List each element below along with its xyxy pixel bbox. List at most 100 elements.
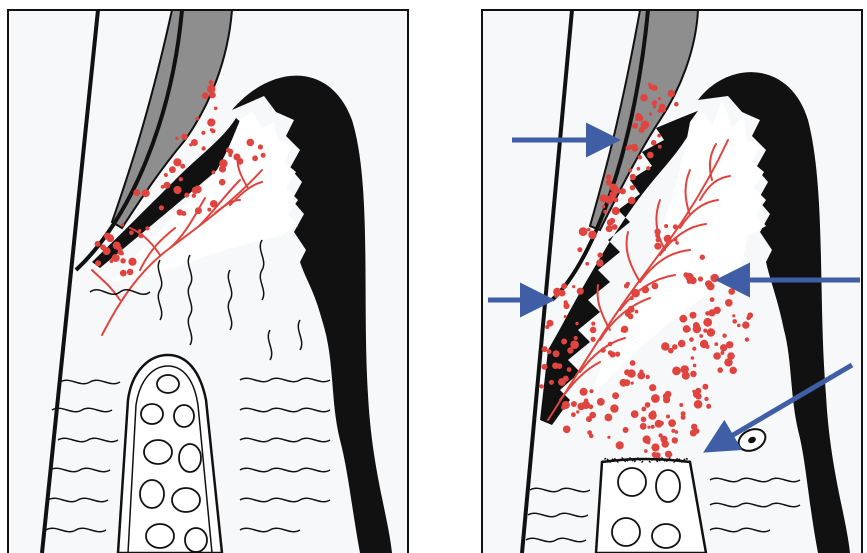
- inflammatory-cell: [737, 324, 741, 328]
- inflammatory-cell: [665, 391, 672, 398]
- inflammatory-cell: [704, 397, 708, 401]
- inflammatory-cell: [612, 207, 620, 215]
- inflammatory-cell: [207, 118, 215, 126]
- inflammatory-cell: [608, 350, 613, 355]
- inflammatory-cell: [572, 285, 575, 288]
- inflammatory-cell: [129, 231, 134, 236]
- inflammatory-cell: [651, 394, 660, 403]
- inflammatory-cell: [601, 348, 606, 353]
- inflammatory-cell: [542, 364, 548, 370]
- inflammatory-cell: [727, 352, 735, 360]
- inflammatory-cell: [605, 196, 613, 204]
- inflammatory-cell: [576, 410, 579, 413]
- inflammatory-cell: [210, 200, 218, 208]
- inflammatory-cell: [698, 276, 703, 281]
- inflammatory-cell: [615, 188, 620, 193]
- inflammatory-cell: [563, 303, 569, 309]
- inflammatory-cell: [120, 251, 124, 255]
- inflammatory-cell: [577, 288, 584, 295]
- inflammatory-cell: [587, 430, 592, 435]
- inflammatory-cell: [219, 179, 226, 186]
- inflammatory-cell: [675, 430, 679, 434]
- inflammatory-cell: [590, 327, 597, 334]
- inflammatory-cell: [646, 440, 650, 444]
- inflammatory-cell: [681, 365, 689, 373]
- inflammatory-cell: [100, 244, 106, 250]
- inflammatory-cell: [729, 344, 732, 347]
- inflammatory-cell: [586, 416, 592, 422]
- inflammatory-cell: [693, 364, 697, 368]
- inflammatory-cell: [616, 441, 624, 449]
- inflammatory-cell: [628, 306, 635, 313]
- inflammatory-cell: [683, 325, 691, 333]
- inflammatory-cell: [192, 194, 196, 198]
- inflammatory-cell: [661, 342, 669, 350]
- inflammatory-cell: [742, 321, 749, 328]
- inflammatory-cell: [713, 352, 721, 360]
- inflammatory-cell: [626, 282, 630, 286]
- inflammatory-cell: [631, 410, 639, 418]
- inflammatory-cell: [644, 449, 648, 453]
- inflammatory-cell: [658, 97, 661, 100]
- inflammatory-cell: [179, 177, 183, 181]
- inflammatory-cell: [732, 319, 737, 324]
- inflammatory-cell: [662, 436, 667, 441]
- inflammatory-cell: [664, 235, 672, 243]
- inflammatory-cell: [679, 403, 683, 407]
- right-panel: [482, 10, 862, 553]
- inflammatory-cell: [588, 231, 597, 240]
- inflammatory-cell: [605, 414, 613, 422]
- inflammatory-cell: [728, 288, 735, 295]
- inflammatory-cell: [196, 117, 200, 121]
- inflammatory-cell: [563, 426, 571, 434]
- inflammatory-cell: [181, 134, 187, 140]
- inflammatory-cell: [733, 283, 738, 288]
- inflammatory-cell: [659, 421, 664, 426]
- inflammatory-cell: [647, 426, 650, 429]
- inflammatory-cell: [138, 229, 141, 232]
- inflammatory-cell: [201, 146, 205, 150]
- inflammatory-cell: [683, 272, 688, 277]
- inflammatory-cell: [637, 167, 641, 171]
- inflammatory-cell: [589, 389, 593, 393]
- inflammatory-cell: [614, 198, 619, 203]
- inflammatory-cell: [705, 345, 709, 349]
- inflammatory-cell: [675, 241, 679, 245]
- inflammatory-cell: [580, 388, 588, 396]
- inflammatory-cell: [121, 223, 124, 226]
- inflammatory-cell: [552, 362, 559, 369]
- inflammatory-cell: [577, 247, 582, 252]
- inflammatory-cell: [679, 315, 687, 323]
- inflammatory-cell: [656, 238, 661, 243]
- inflammatory-cell: [547, 349, 552, 354]
- inflammatory-cell: [628, 314, 634, 320]
- inflammatory-cell: [603, 210, 607, 214]
- inflammatory-cell: [631, 382, 634, 385]
- inflammatory-cell: [602, 205, 606, 209]
- inflammatory-cell: [707, 282, 715, 290]
- inflammatory-cell: [95, 260, 101, 266]
- inflammatory-cell: [693, 322, 700, 329]
- inflammatory-cell: [652, 452, 657, 457]
- inflammatory-cell: [646, 166, 650, 170]
- inflammatory-cell: [201, 131, 205, 135]
- inflammatory-cell: [558, 378, 566, 386]
- inflammatory-cell: [138, 233, 143, 238]
- inflammatory-cell: [175, 137, 178, 140]
- inflammatory-cell: [195, 207, 202, 214]
- inflammatory-cell: [110, 259, 114, 263]
- inflammatory-cell: [635, 310, 639, 314]
- inflammatory-cell: [666, 415, 670, 419]
- inflammatory-cell: [547, 320, 554, 327]
- inflammatory-cell: [169, 166, 176, 173]
- inflammatory-cell: [673, 224, 678, 229]
- inflammatory-cell: [648, 83, 651, 86]
- inflammatory-cell: [588, 404, 593, 409]
- inflammatory-cell: [652, 100, 657, 105]
- inflammatory-cell: [645, 402, 651, 408]
- inflammatory-cell: [632, 123, 638, 129]
- inflammatory-cell: [657, 109, 661, 113]
- inflammatory-cell: [247, 139, 255, 147]
- inflammatory-cell: [180, 164, 185, 169]
